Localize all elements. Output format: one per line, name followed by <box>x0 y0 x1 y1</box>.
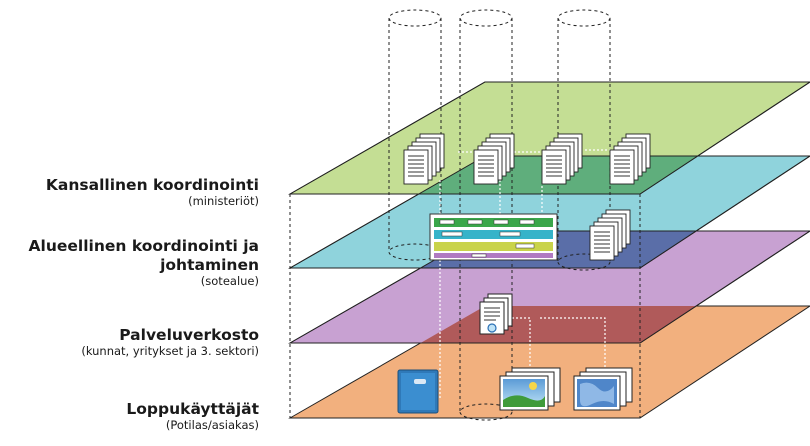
layer-title-line2: johtaminen <box>160 256 259 274</box>
document-stack-icon <box>589 209 631 261</box>
document-stack-icon <box>541 133 583 185</box>
layer-subtitle: (ministeriöt) <box>188 194 259 208</box>
dashboard-window-icon <box>429 213 558 261</box>
layer-subtitle: (kunnat, yritykset ja 3. sektori) <box>81 344 259 358</box>
vertical-dashed-connectors <box>289 194 641 418</box>
map-stack-icon <box>573 367 633 411</box>
layer-title: Kansallinen koordinointi <box>45 176 259 194</box>
certified-document-icon <box>479 293 513 335</box>
document-stack-icon <box>473 133 515 185</box>
layer-title: Palveluverkosto <box>119 326 259 344</box>
tablet-device-icon <box>397 369 439 414</box>
layer-label-national: Kansallinen koordinointi (ministeriöt) <box>46 176 259 208</box>
layer-label-service-network: Palveluverkosto (kunnat, yritykset ja 3.… <box>81 326 259 358</box>
layer-label-end-users: Loppukäyttäjät (Potilas/asiakas) <box>126 400 259 432</box>
document-stacks <box>403 133 651 185</box>
photo-stack-icon <box>499 367 561 411</box>
document-stack-sheet <box>589 209 631 261</box>
layer-label-regional: Alueellinen koordinointi ja johtaminen (… <box>29 237 259 288</box>
document-stack-icon <box>403 133 445 185</box>
document-stack-icon <box>609 133 651 185</box>
layer-subtitle: (sotealue) <box>200 274 259 288</box>
layer-title-line1: Alueellinen koordinointi ja <box>28 237 259 255</box>
layer-subtitle: (Potilas/asiakas) <box>165 418 259 432</box>
layer-title: Loppukäyttäjät <box>126 400 259 418</box>
